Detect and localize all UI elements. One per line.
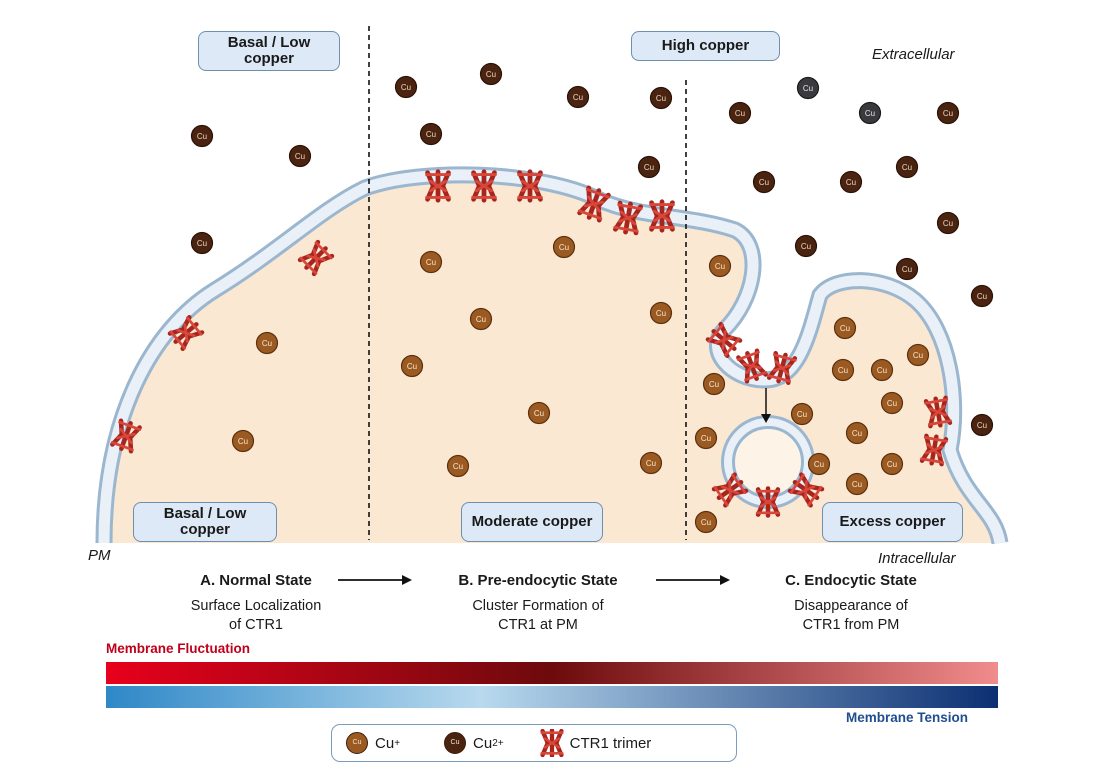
cu-2plus-icon: Cu	[444, 732, 467, 754]
label-membrane-tension: Membrane Tension	[846, 710, 969, 725]
label-pm: PM	[88, 547, 111, 564]
state-b-desc-line2: CTR1 at PM	[498, 617, 578, 633]
state-b-description: Cluster Formation of CTR1 at PM	[408, 597, 668, 635]
membrane-tension-bar	[106, 686, 998, 708]
label-excess-bottom: Excess copper	[822, 502, 963, 542]
ctr1-trimer-icon	[540, 729, 564, 757]
legend-cu-2plus-base: Cu	[473, 734, 493, 752]
state-c-desc-line2: CTR1 from PM	[802, 617, 900, 633]
legend-cu-plus: Cu Cu+	[346, 732, 400, 754]
label-extracellular: Extracellular	[872, 46, 955, 63]
legend-trimer-label: CTR1 trimer	[569, 734, 652, 752]
label-membrane-fluctuation: Membrane Fluctuation	[106, 641, 251, 656]
legend-cu-plus-base: Cu	[375, 734, 395, 752]
label-high-copper-top: High copper	[631, 31, 780, 61]
label-basal-low-bottom: Basal / Low copper	[133, 502, 277, 542]
state-c-title: C. Endocytic State	[785, 572, 917, 589]
state-c-desc-line1: Disappearance of	[794, 598, 908, 614]
state-c-description: Disappearance of CTR1 from PM	[721, 597, 981, 635]
state-b-desc-line1: Cluster Formation of	[472, 598, 604, 614]
state-b-title: B. Pre-endocytic State	[458, 572, 618, 589]
state-a-description: Surface Localization of CTR1	[126, 597, 386, 635]
label-moderate-bottom: Moderate copper	[461, 502, 603, 542]
legend-ctr1-trimer: CTR1 trimer	[540, 729, 652, 757]
state-a-desc-line1: Surface Localization	[190, 598, 322, 614]
legend-cu-2plus-charge: 2+	[492, 737, 504, 749]
state-a-desc-line2: of CTR1	[229, 617, 283, 633]
state-a-title: A. Normal State	[200, 572, 312, 589]
label-intracellular: Intracellular	[878, 550, 956, 567]
membrane-fluctuation-bar	[106, 662, 998, 684]
label-basal-low-top: Basal / Low copper	[198, 31, 340, 71]
legend-cu-plus-charge: +	[394, 737, 401, 749]
cu-plus-icon: Cu	[346, 732, 368, 754]
